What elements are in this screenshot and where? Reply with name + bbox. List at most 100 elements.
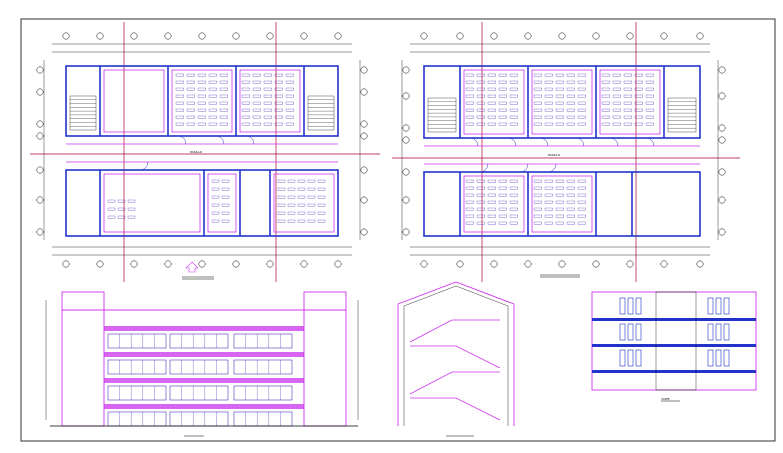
desk [263, 108, 272, 112]
desk [197, 115, 206, 119]
desk [252, 108, 261, 112]
desk [211, 219, 220, 223]
desk [476, 179, 485, 183]
desk [219, 80, 228, 84]
desk [241, 94, 250, 98]
axis-bubble [360, 88, 368, 96]
desk [533, 221, 542, 225]
desk [317, 179, 326, 183]
corridor-void [655, 291, 697, 391]
desk [287, 203, 296, 207]
desk [197, 108, 206, 112]
axis-bubble [232, 32, 240, 40]
classroom-desks [465, 73, 654, 225]
desk [476, 221, 485, 225]
desk [208, 108, 217, 112]
axis-bubble [360, 196, 368, 204]
axis-bubble [660, 32, 668, 40]
desk [566, 87, 575, 91]
plan-title-line [540, 274, 580, 278]
floor-slab-band [104, 326, 304, 331]
interior-accent-lines [424, 69, 700, 233]
axis-bubble [266, 260, 274, 268]
desk [509, 221, 518, 225]
desk [127, 207, 136, 211]
desk [211, 179, 220, 183]
axis-bubbles [402, 32, 726, 268]
stair-flight [409, 371, 500, 395]
desk [297, 179, 306, 183]
axis-bubble [334, 260, 342, 268]
axis-bubble [198, 260, 206, 268]
desk [566, 221, 575, 225]
desk [175, 122, 184, 126]
sheet-border [20, 18, 776, 442]
desk [465, 80, 474, 84]
axis-bubble [718, 66, 726, 74]
desk [509, 200, 518, 204]
desk [487, 122, 496, 126]
desk [601, 87, 610, 91]
desk [498, 94, 507, 98]
desk [263, 80, 272, 84]
floor-plan-right: PASILLO [392, 22, 740, 282]
desk [601, 101, 610, 105]
desk [263, 94, 272, 98]
desk [476, 101, 485, 105]
desk [307, 219, 316, 223]
window-frame [169, 411, 229, 427]
desk [197, 80, 206, 84]
desk [566, 115, 575, 119]
desk [285, 122, 294, 126]
desk [612, 80, 621, 84]
desk [211, 187, 220, 191]
axis-bubble [334, 32, 342, 40]
desk [498, 122, 507, 126]
desk [211, 211, 220, 215]
desk [533, 73, 542, 77]
dimension-lines [401, 43, 719, 256]
desk [307, 211, 316, 215]
desk [241, 122, 250, 126]
desk [476, 200, 485, 204]
level-markers [45, 300, 359, 420]
desk [175, 115, 184, 119]
desk [555, 80, 564, 84]
door-swings [139, 135, 255, 171]
desk [476, 73, 485, 77]
desk [197, 73, 206, 77]
desk [509, 207, 518, 211]
desk [544, 193, 553, 197]
desk [252, 94, 261, 98]
stair-flights [409, 319, 501, 421]
desk [465, 214, 474, 218]
desk [566, 73, 575, 77]
desk [263, 73, 272, 77]
desk [317, 211, 326, 215]
desk [612, 122, 621, 126]
desk [465, 207, 474, 211]
desk [208, 80, 217, 84]
desk [285, 80, 294, 84]
desk [487, 115, 496, 119]
axis-bubble [130, 32, 138, 40]
desk [498, 214, 507, 218]
axis-bubble [696, 260, 704, 268]
axis-bubble [198, 32, 206, 40]
desk [634, 87, 643, 91]
desk [277, 187, 286, 191]
desk [465, 87, 474, 91]
desk [277, 211, 286, 215]
desk [509, 73, 518, 77]
desk [645, 108, 654, 112]
axis-bubble [718, 124, 726, 132]
desk [612, 73, 621, 77]
desk [317, 187, 326, 191]
desk [555, 101, 564, 105]
desk [307, 203, 316, 207]
axis-bubble [558, 32, 566, 40]
desk [509, 108, 518, 112]
desk [487, 214, 496, 218]
desk [287, 219, 296, 223]
window-frame [169, 385, 229, 401]
